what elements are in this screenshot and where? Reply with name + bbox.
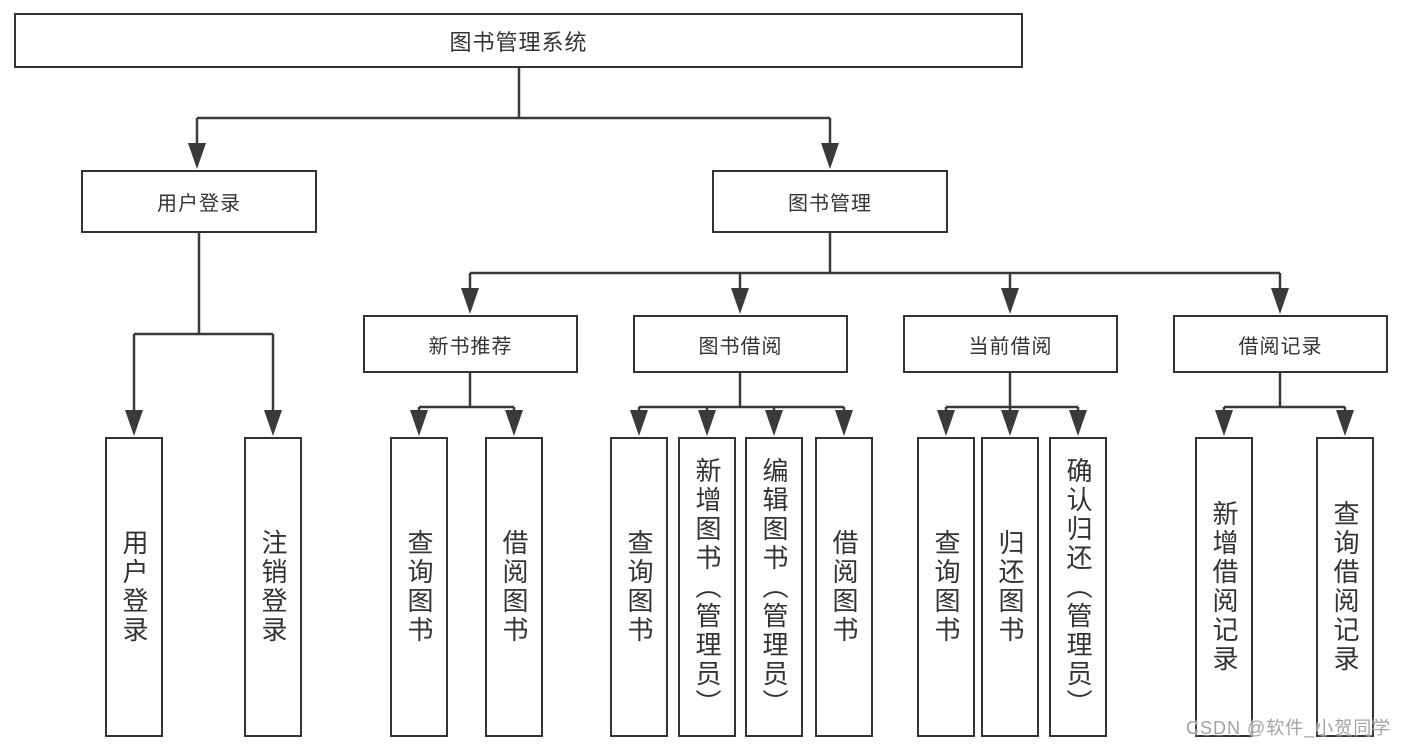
arrow-down-icon [1336, 410, 1354, 436]
arrow-down-icon [461, 288, 479, 314]
connector-new-book-recommend [417, 373, 516, 414]
leaf-add-borrow-record: 新增借阅记录 [1195, 437, 1253, 737]
leaf-return-book: 归还图书 [981, 437, 1039, 737]
node-current-borrow: 当前借阅 [903, 315, 1118, 373]
arrow-down-icon [410, 410, 428, 436]
node-borrow-records: 借阅记录 [1173, 315, 1388, 373]
node-root: 图书管理系统 [14, 13, 1023, 68]
leaf-query-books-borrow: 查询图书 [610, 437, 668, 737]
arrow-down-icon [264, 410, 282, 436]
arrow-down-icon [1001, 410, 1019, 436]
arrow-down-icon [835, 410, 853, 436]
node-book-management: 图书管理 [712, 170, 948, 233]
connector-root [195, 68, 832, 146]
node-new-book-recommend: 新书推荐 [363, 315, 578, 373]
arrowhead-icons [125, 143, 1354, 436]
arrow-down-icon [505, 410, 523, 436]
leaf-query-books-recommend: 查询图书 [390, 437, 448, 737]
arrow-down-icon [1069, 410, 1087, 436]
leaf-confirm-return-admin: 确认归还（管理员） [1049, 437, 1107, 737]
arrow-down-icon [125, 410, 143, 436]
arrow-down-icon [821, 143, 839, 169]
node-user-login: 用户登录 [81, 170, 317, 233]
arrow-down-icon [698, 410, 716, 436]
connector-borrow-records [1222, 373, 1347, 414]
leaf-user-login: 用户登录 [105, 437, 163, 737]
connector-user-login [132, 233, 275, 414]
arrow-down-icon [765, 410, 783, 436]
connector-book-borrow [637, 373, 846, 414]
leaf-edit-book-admin: 编辑图书（管理员） [745, 437, 803, 737]
leaf-add-book-admin: 新增图书（管理员） [678, 437, 736, 737]
leaf-logout: 注销登录 [244, 437, 302, 737]
leaf-borrow-books: 借阅图书 [815, 437, 873, 737]
leaf-borrow-books-recommend: 借阅图书 [485, 437, 543, 737]
node-book-borrow: 图书借阅 [633, 315, 848, 373]
connector-book-management [468, 233, 1282, 292]
arrow-down-icon [1001, 288, 1019, 314]
arrow-down-icon [937, 410, 955, 436]
arrow-down-icon [1271, 288, 1289, 314]
arrow-down-icon [1215, 410, 1233, 436]
leaf-query-books-current: 查询图书 [917, 437, 975, 737]
arrow-down-icon [188, 143, 206, 169]
arrow-down-icon [630, 410, 648, 436]
watermark: CSDN @软件_小贺同学 [1186, 718, 1392, 738]
connector-current-borrow [944, 373, 1080, 414]
leaf-query-borrow-record: 查询借阅记录 [1316, 437, 1374, 737]
arrow-down-icon [731, 288, 749, 314]
